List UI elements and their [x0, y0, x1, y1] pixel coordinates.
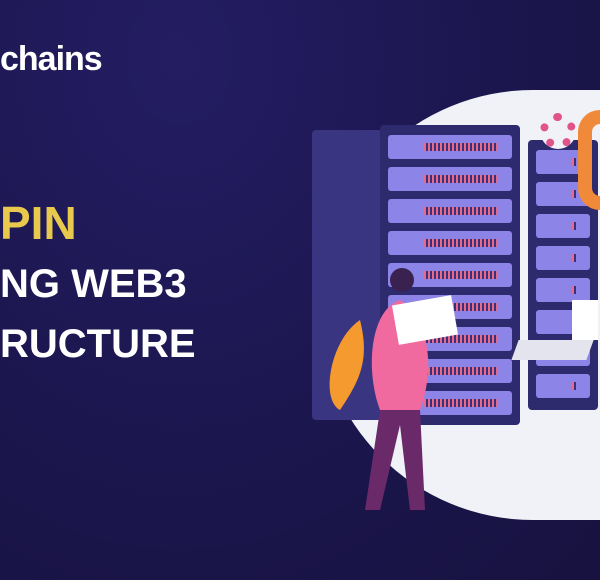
laptop-icon [572, 300, 598, 340]
server-unit [388, 135, 512, 159]
server-unit [388, 167, 512, 191]
headline-line-2: NG WEB3 [0, 262, 187, 306]
brand-logo: chains [0, 40, 103, 78]
person-illustration [329, 268, 459, 510]
server-unit [536, 214, 590, 238]
server-unit [388, 231, 512, 255]
ring-graphic [578, 110, 600, 210]
server-unit [536, 374, 590, 398]
desk [511, 340, 594, 360]
headline-line-3: RUCTURE [0, 322, 196, 366]
gear-icon [540, 113, 576, 149]
server-unit [388, 199, 512, 223]
server-unit [536, 246, 590, 270]
server-unit [536, 278, 590, 302]
headline-line-1: PIN [0, 197, 77, 249]
